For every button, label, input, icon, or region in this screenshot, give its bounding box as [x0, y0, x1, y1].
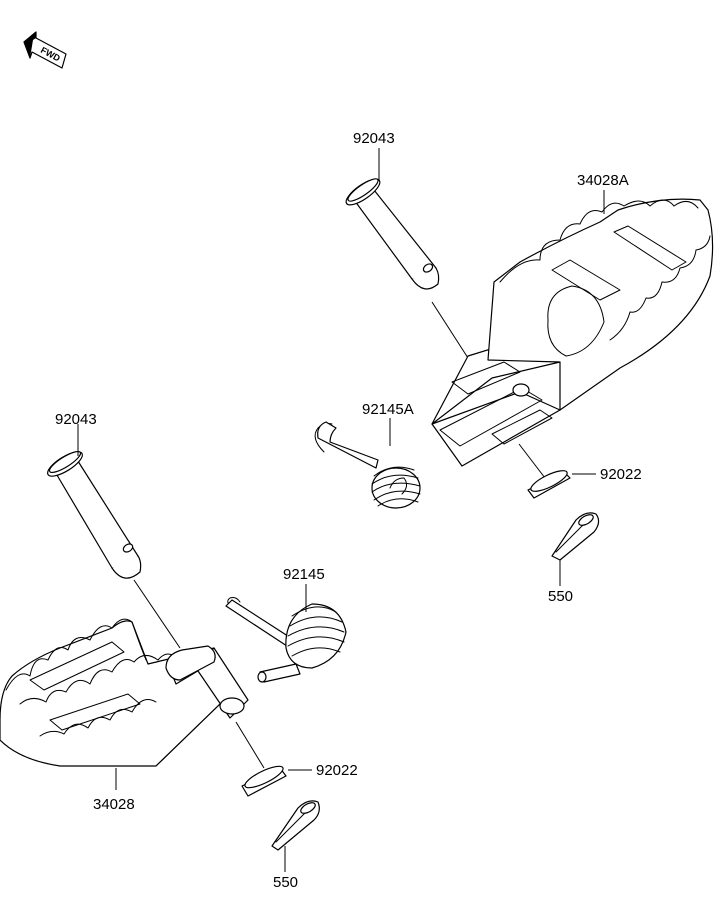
label-spring-left: 92145 — [283, 566, 325, 583]
fwd-arrow-icon: FWD — [23, 31, 67, 69]
clevis-pin-right — [345, 178, 440, 290]
label-footpeg-left: 34028 — [93, 796, 135, 813]
cotter-pin-right — [551, 512, 600, 561]
label-spring-right: 92145A — [362, 401, 414, 418]
label-cotter-right: 550 — [548, 588, 573, 605]
footpeg-right — [431, 198, 714, 467]
label-pin-right: 92043 — [353, 130, 395, 147]
label-footpeg-right: 34028A — [577, 172, 629, 189]
washer-right — [527, 470, 571, 499]
footpeg-left — [0, 618, 249, 767]
assembly-line-left-pin — [133, 579, 181, 649]
washer-left — [241, 765, 287, 797]
label-pin-left: 92043 — [55, 411, 97, 428]
assembly-line-right-pin — [431, 301, 469, 359]
assembly-line-left-washer — [235, 721, 265, 769]
cotter-pin-left — [271, 800, 320, 851]
label-washer-right: 92022 — [600, 466, 642, 483]
label-cotter-left: 550 — [273, 874, 298, 891]
torsion-spring-left — [225, 597, 347, 683]
label-washer-left: 92022 — [316, 762, 358, 779]
clevis-pin-left — [47, 450, 142, 579]
assembly-line-right-washer — [518, 443, 546, 479]
torsion-spring-right — [314, 421, 421, 509]
